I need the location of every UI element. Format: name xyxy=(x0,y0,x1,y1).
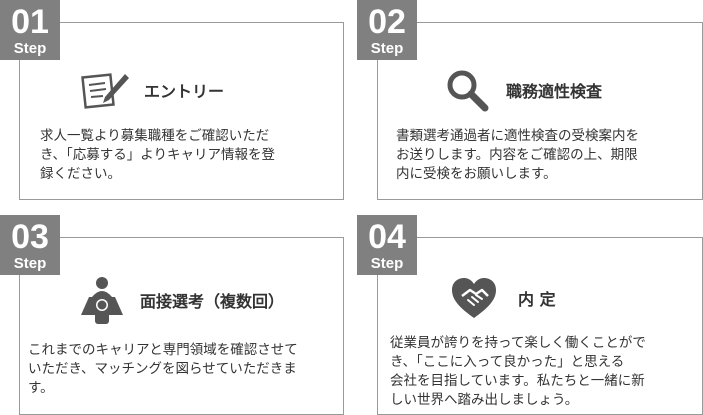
step-badge-03: 03 Step xyxy=(0,215,60,275)
step-card-03 xyxy=(19,237,344,415)
step-badge-01: 01 Step xyxy=(0,0,60,60)
step-number: 02 xyxy=(368,3,406,41)
step-heading-02: 職務適性検査 xyxy=(442,64,602,116)
step-description-04: 従業員が誇りを持って楽しく働くことがで き、「ここに入って良かった」と思える 会… xyxy=(390,335,646,408)
step-card-01 xyxy=(19,22,344,200)
form-pencil-icon xyxy=(80,64,132,116)
step-title: 面接選考（複数回） xyxy=(140,292,285,311)
step-description-01: 求人一覧より募集職種をご確認いただ き、「応募する」よりキャリア情報を登 録くだ… xyxy=(40,128,276,182)
step-title: 内 定 xyxy=(518,290,556,309)
step-label: Step xyxy=(370,40,404,57)
step-number: 04 xyxy=(368,218,406,256)
step-number: 01 xyxy=(11,3,49,41)
step-label: Step xyxy=(13,40,47,57)
step-title: エントリー xyxy=(144,82,225,101)
step-description-02: 書類選考通過者に適性検査の受検案内を お送りします。内容をご確認の上、期限 内に… xyxy=(396,128,639,182)
step-label: Step xyxy=(370,255,404,272)
step-badge-02: 02 Step xyxy=(357,0,417,60)
step-number: 03 xyxy=(11,218,49,256)
step-label: Step xyxy=(13,255,47,272)
step-card-04 xyxy=(377,237,703,415)
step-title: 職務適性検査 xyxy=(506,82,603,101)
magnifier-icon xyxy=(442,64,494,116)
interview-icon xyxy=(76,274,128,326)
step-badge-04: 04 Step xyxy=(357,215,417,275)
step-heading-04: 内 定 xyxy=(448,272,556,324)
step-heading-01: エントリー xyxy=(80,64,224,116)
handshake-heart-icon xyxy=(448,272,500,324)
step-heading-03: 面接選考（複数回） xyxy=(76,274,284,326)
step-description-03: これまでのキャリアと専門領域を確認させて いただき、マッチングを図らせていただき… xyxy=(28,342,298,396)
